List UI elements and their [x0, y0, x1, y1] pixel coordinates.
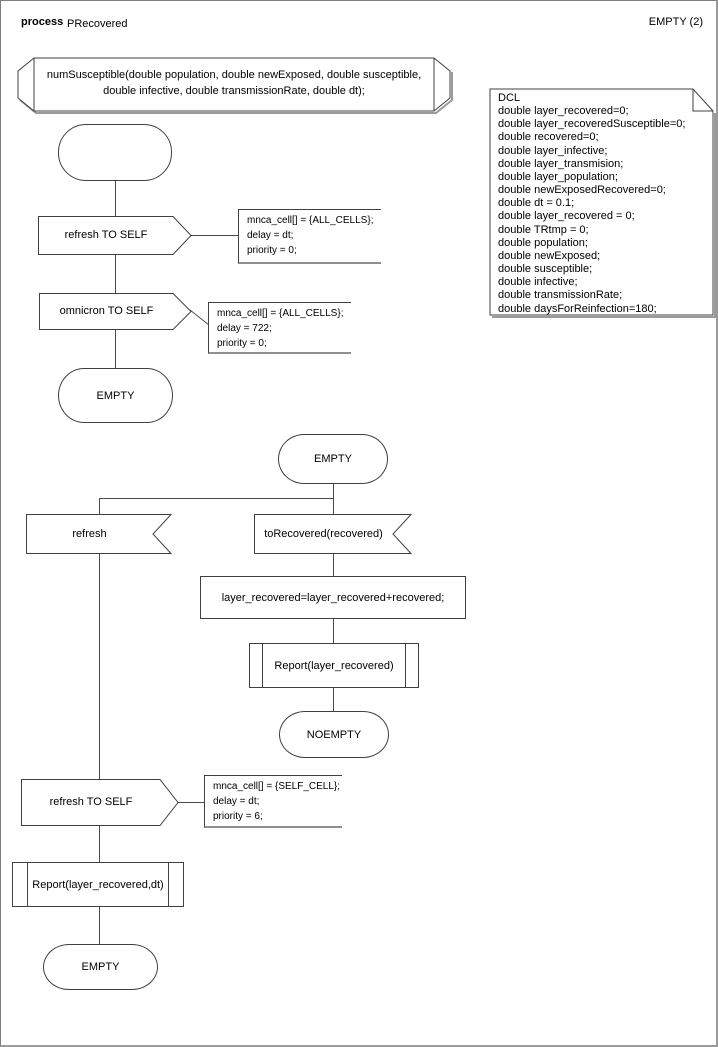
connector-line [115, 329, 116, 368]
input-torecovered: toRecovered(recovered) [254, 514, 413, 554]
task-assign-layer-recovered: layer_recovered=layer_recovered+recovere… [200, 576, 466, 619]
start-symbol [58, 124, 172, 181]
input-refresh-label: refresh [72, 527, 107, 540]
input-refresh: refresh [26, 514, 173, 554]
folded-corner-icon [692, 89, 713, 112]
banner-shape [17, 57, 453, 114]
page-reference-label: EMPTY (2) [648, 16, 703, 28]
send-refresh-self-2-label: refresh TO SELF [49, 796, 133, 808]
procedure-call-report-label: Report(layer_recovered) [274, 659, 394, 672]
procedure-call-report-dt: Report(layer_recovered,dt) [12, 862, 184, 907]
connector-line [333, 484, 334, 514]
connector-line [115, 254, 116, 293]
dcl-note: DCL double layer_recovered=0; double lay… [488, 86, 716, 318]
procedure-bar [262, 644, 263, 687]
connector-line [99, 498, 333, 499]
procedure-call-report-dt-label: Report(layer_recovered,dt) [32, 878, 164, 891]
process-name-label: PRecovered [67, 18, 128, 30]
process-kind-label: process [21, 16, 64, 28]
send-omnicron-self: omnicron TO SELF [39, 293, 192, 330]
connector-line [99, 825, 100, 862]
state-empty-1: EMPTY [58, 368, 173, 423]
state-noempty: NOEMPTY [279, 711, 389, 758]
connector-line [115, 181, 116, 216]
input-signal-shape [26, 514, 173, 554]
send-omnicron-self-label: omnicron TO SELF [59, 305, 154, 317]
comment-connector-line [191, 235, 238, 236]
note-shape [489, 88, 716, 318]
send-refresh-self-2: refresh TO SELF [21, 779, 179, 826]
connector-line [333, 688, 334, 711]
send-refresh-self-2-params: mnca_cell[] = {SELF_CELL}; delay = dt; p… [204, 775, 342, 828]
input-torecovered-label: toRecovered(recovered) [264, 527, 383, 540]
output-signal-shape [38, 216, 192, 255]
connector-line [99, 498, 100, 514]
connector-line [99, 907, 100, 944]
procedure-declaration-text: numSusceptible(double population, double… [46, 69, 422, 97]
connector-line [333, 553, 334, 576]
procedure-call-report: Report(layer_recovered) [249, 643, 419, 688]
send-omnicron-self-params: mnca_cell[] = {ALL_CELLS}; delay = 722; … [208, 302, 351, 354]
comment-connector-line [178, 802, 204, 803]
connector-line [99, 553, 100, 779]
send-refresh-self-1-params: mnca_cell[] = {ALL_CELLS}; delay = dt; p… [238, 209, 381, 264]
dcl-declarations-text: DCL double layer_recovered=0; double lay… [498, 92, 686, 315]
state-empty-2: EMPTY [278, 434, 388, 484]
state-empty-3: EMPTY [43, 944, 158, 990]
send-refresh-self-1-label: refresh TO SELF [64, 229, 148, 241]
procedure-bar [168, 863, 169, 906]
procedure-bar [27, 863, 28, 906]
comment-connector-line [189, 309, 210, 326]
output-signal-shape [39, 293, 192, 330]
connector-line [333, 619, 334, 643]
send-refresh-self-1: refresh TO SELF [38, 216, 192, 255]
procedure-declaration-banner: numSusceptible(double population, double… [8, 51, 460, 115]
input-signal-shape [254, 514, 413, 554]
output-signal-shape [21, 779, 179, 826]
procedure-bar [405, 644, 406, 687]
